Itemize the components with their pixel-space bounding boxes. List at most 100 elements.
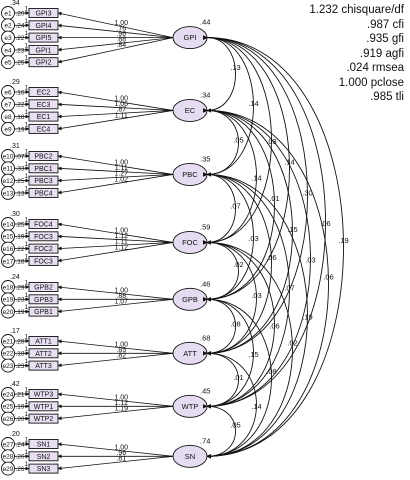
error-path-weight: 1 [25, 173, 29, 180]
fit-pclose: 1.000 pclose [338, 76, 404, 89]
covariance-arc [202, 240, 257, 356]
error-variance-value: .31 [10, 143, 20, 150]
error-mean-value: .13 [16, 190, 25, 197]
indicator-label: GPI2 [36, 60, 52, 67]
indicator-label: ATT1 [35, 339, 52, 346]
latent-factor-label: FOC [182, 238, 198, 247]
factor-loading-arrow [57, 285, 174, 300]
indicator-box [28, 163, 59, 174]
error-term-label: e20 [3, 309, 14, 316]
latent-variance-value: .34 [200, 90, 210, 99]
factor-loading-value: 1.00 [114, 287, 128, 294]
latent-variance-value: .46 [200, 279, 210, 288]
error-term-circle [1, 185, 15, 200]
covariance-value: .06 [323, 272, 333, 281]
covariance-arc [202, 404, 236, 459]
indicator-box [28, 20, 59, 31]
indicator-box [28, 87, 59, 97]
covariance-arc [202, 297, 272, 459]
covariance-value: .08 [230, 319, 240, 328]
factor-loading-value: 1.00 [114, 341, 128, 348]
error-path-weight: 1 [25, 461, 29, 468]
error-mean-value: .24 [16, 23, 25, 30]
indicator-box [28, 451, 59, 462]
covariance-value: .14 [248, 99, 258, 108]
covariance-arc [202, 35, 236, 113]
covariance-value: .19 [338, 236, 348, 245]
covariance-arc [202, 172, 236, 245]
error-path-weight: 1 [25, 6, 29, 13]
error-mean-value: .25 [16, 221, 25, 228]
error-path-weight: 1 [25, 292, 29, 299]
latent-variance-value: .68 [200, 333, 210, 342]
factor-loading-value: 1.00 [114, 96, 128, 103]
covariance-value: .05 [233, 135, 243, 144]
factor-loading-arrow [57, 234, 174, 243]
indicator-label: GPI4 [36, 23, 52, 30]
covariance-arc [202, 297, 236, 356]
error-term-label: e2 [4, 23, 12, 30]
covariance-value: .03 [251, 291, 261, 300]
error-mean-value: .19 [16, 404, 25, 411]
indicator-label: EC2 [37, 90, 51, 97]
error-mean-value: .20 [16, 454, 25, 461]
covariance-arc [202, 108, 257, 245]
error-path-weight: 1 [25, 161, 29, 168]
covariance-arc [202, 172, 290, 409]
latent-variance-value: .74 [200, 436, 210, 445]
error-term-label: e7 [4, 102, 12, 109]
factor-loading-value: .87 [116, 107, 126, 114]
error-path-weight: 1 [25, 387, 29, 394]
error-term-label: e24 [3, 391, 14, 398]
covariance-value: .03 [266, 137, 276, 146]
covariance-value: .07 [284, 283, 294, 292]
error-term-label: e28 [3, 454, 14, 461]
error-path-weight: 1 [25, 121, 29, 128]
factor-loading-value: .85 [116, 347, 126, 354]
covariance-value: .06 [269, 321, 279, 330]
indicator-label: FOC4 [34, 222, 53, 229]
factor-loading-value: .76 [116, 26, 126, 33]
error-term-circle [1, 121, 15, 136]
indicator-box [28, 243, 59, 254]
error-term-label: e4 [4, 47, 12, 54]
error-path-weight: 1 [25, 85, 29, 92]
error-term-label: e11 [3, 166, 14, 173]
covariance-value: .03 [248, 234, 258, 243]
indicator-box [28, 32, 59, 43]
factor-loading-arrow [57, 102, 174, 111]
latent-factor-label: WTP [182, 402, 199, 411]
error-term-label: e19 [3, 297, 14, 304]
covariance-arc [202, 108, 311, 409]
covariance-arc [202, 351, 257, 459]
indicator-label: GPB1 [34, 309, 53, 316]
error-path-weight: 1 [25, 241, 29, 248]
covariance-arc [202, 35, 308, 356]
error-path-weight: 1 [25, 449, 29, 456]
error-mean-value: .26 [16, 466, 25, 473]
error-term-label: e6 [4, 89, 12, 96]
factor-loading-arrow [57, 37, 174, 64]
factor-loading-value: 1.12 [114, 400, 128, 407]
factor-loading-arrow [57, 174, 174, 183]
latent-factor-label: SN [185, 452, 195, 461]
factor-loading-value: .88 [116, 293, 126, 300]
covariance-arc [202, 108, 275, 302]
error-term-label: e25 [3, 404, 14, 411]
model-fit-indices: 1.232 chisquare/df .987 cfi .935 gfi .91… [284, 3, 404, 105]
covariance-value: .14 [251, 173, 261, 182]
covariance-value: .15 [287, 225, 297, 234]
covariance-value: .13 [230, 63, 240, 72]
error-path-weight: 1 [25, 18, 29, 25]
error-term-circle [1, 253, 15, 268]
error-path-weight: 1 [25, 280, 29, 287]
covariance-arc [202, 297, 254, 409]
indicator-box [28, 401, 59, 412]
indicator-label: FOC2 [34, 246, 53, 253]
factor-loading-arrow [57, 174, 174, 195]
covariance-value: .07 [230, 201, 240, 210]
fit-chisquare-df: 1.232 chisquare/df [309, 4, 404, 16]
error-term-label: e8 [4, 114, 12, 121]
factor-loading-value: 1.06 [114, 101, 128, 108]
factor-loading-value: 1.27 [114, 171, 128, 178]
